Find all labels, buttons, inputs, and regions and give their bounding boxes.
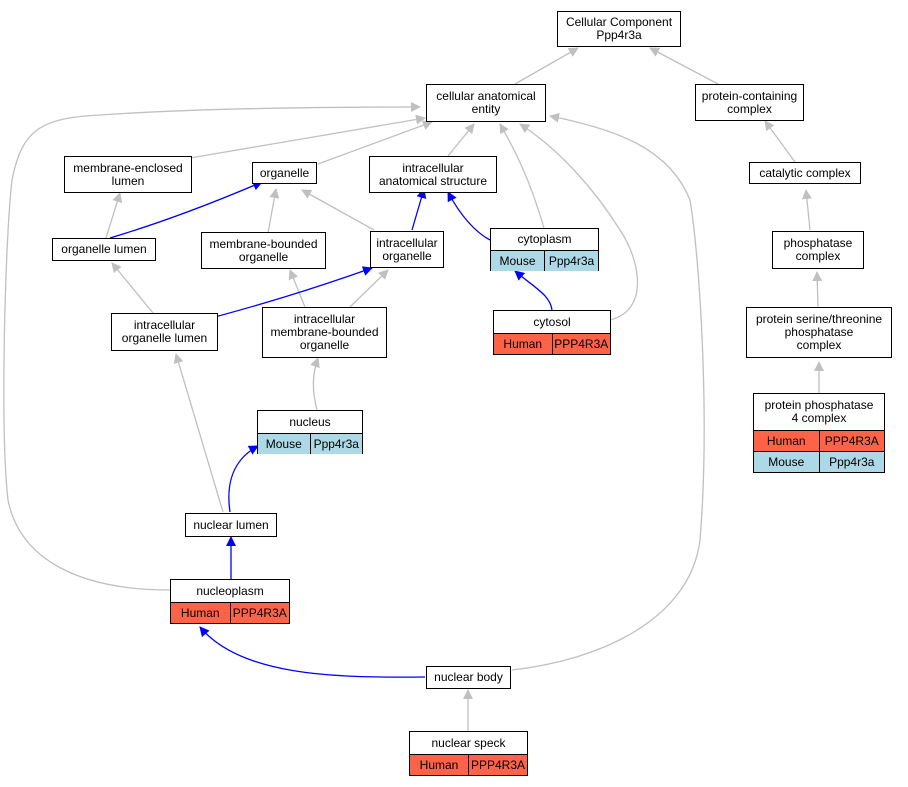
node-protein-containing-complex[interactable]: protein-containing complex [695, 84, 804, 121]
node-organelle[interactable]: organelle [252, 162, 317, 184]
edge-nbody-nucleoplasm [199, 626, 426, 678]
edge-cytosol-cytoplasm [514, 270, 553, 311]
annotation-row-human: Human PPP4R3A [171, 602, 289, 623]
edge-pstp-phosphatase [812, 271, 823, 308]
node-membrane-bounded-organelle[interactable]: membrane-bounded organelle [201, 232, 326, 269]
edge-cytoplasm-ias [447, 191, 491, 241]
edge-organelle-cae [317, 120, 433, 165]
annotation-row-human: Human PPP4R3A [754, 430, 884, 451]
node-nucleus[interactable]: nucleus Mouse Ppp4r3a [257, 410, 363, 454]
node-cytosol[interactable]: cytosol Human PPP4R3A [493, 310, 611, 355]
edge-cytoplasm-cae [499, 123, 545, 229]
node-nuclear-body[interactable]: nuclear body [426, 666, 511, 689]
edge-iol-iorg [199, 266, 373, 322]
node-nuclear-speck[interactable]: nuclear speck Human PPP4R3A [409, 731, 528, 776]
edge-mbo-organelle [267, 188, 280, 234]
edge-nucleoplasm-cae [3, 102, 421, 591]
edge-phosphatase-catalytic [801, 189, 812, 231]
annotation-row-mouse: Mouse Ppp4r3a [491, 250, 598, 271]
node-intracellular-organelle[interactable]: intracellular organelle [370, 231, 444, 268]
edge-iorg-organelle [301, 189, 375, 231]
edge-imbo-mbo [288, 269, 306, 308]
node-catalytic-complex[interactable]: catalytic complex [749, 162, 861, 184]
edge-olumen-organelle [109, 180, 263, 239]
node-intracellular-membrane-bounded-organelle[interactable]: intracellular membrane-bounded organelle [262, 307, 387, 358]
edge-nucleus-imbo [310, 357, 320, 411]
annotation-row-human: Human PPP4R3A [410, 754, 527, 775]
node-cellular-component-root[interactable]: Cellular Component Ppp4r3a [557, 11, 681, 47]
node-protein-serine-threonine-phosphatase-complex[interactable]: protein serine/threonine phosphatase com… [746, 307, 892, 358]
node-protein-phosphatase-4-complex[interactable]: protein phosphatase 4 complex Human PPP4… [753, 393, 885, 473]
node-phosphatase-complex[interactable]: phosphatase complex [772, 231, 864, 269]
node-organelle-lumen[interactable]: organelle lumen [52, 238, 156, 261]
edge-nbody-cae [511, 112, 705, 671]
annotation-row-mouse: Mouse Ppp4r3a [754, 451, 884, 472]
edge-olumen-mel [105, 192, 123, 239]
edge-mel-cae [189, 114, 426, 159]
edge-nlumen-nucleus [228, 445, 259, 513]
edge-pcc-root [649, 47, 719, 85]
node-cytoplasm[interactable]: cytoplasm Mouse Ppp4r3a [490, 228, 599, 271]
node-membrane-enclosed-lumen[interactable]: membrane-enclosed lumen [64, 156, 192, 193]
annotation-row-mouse: Mouse Ppp4r3a [258, 433, 362, 454]
edge-nlumen-iol [173, 353, 224, 513]
edge-cytosol-cae [519, 123, 639, 321]
edge-ias-cae [447, 123, 475, 157]
edge-catalytic-pcc [764, 120, 796, 163]
edge-iol-olumen [111, 262, 154, 314]
node-nuclear-lumen[interactable]: nuclear lumen [185, 513, 277, 537]
node-cellular-anatomical-entity[interactable]: cellular anatomical entity [426, 84, 546, 122]
node-nucleoplasm[interactable]: nucleoplasm Human PPP4R3A [170, 579, 290, 624]
annotation-row-human: Human PPP4R3A [494, 333, 610, 354]
node-intracellular-organelle-lumen[interactable]: intracellular organelle lumen [111, 313, 218, 351]
node-intracellular-anatomical-structure[interactable]: intracellular anatomical structure [369, 156, 497, 193]
edge-cae-root [514, 47, 579, 85]
edge-iorg-ias [411, 188, 427, 231]
edge-imbo-iorg [349, 269, 389, 308]
